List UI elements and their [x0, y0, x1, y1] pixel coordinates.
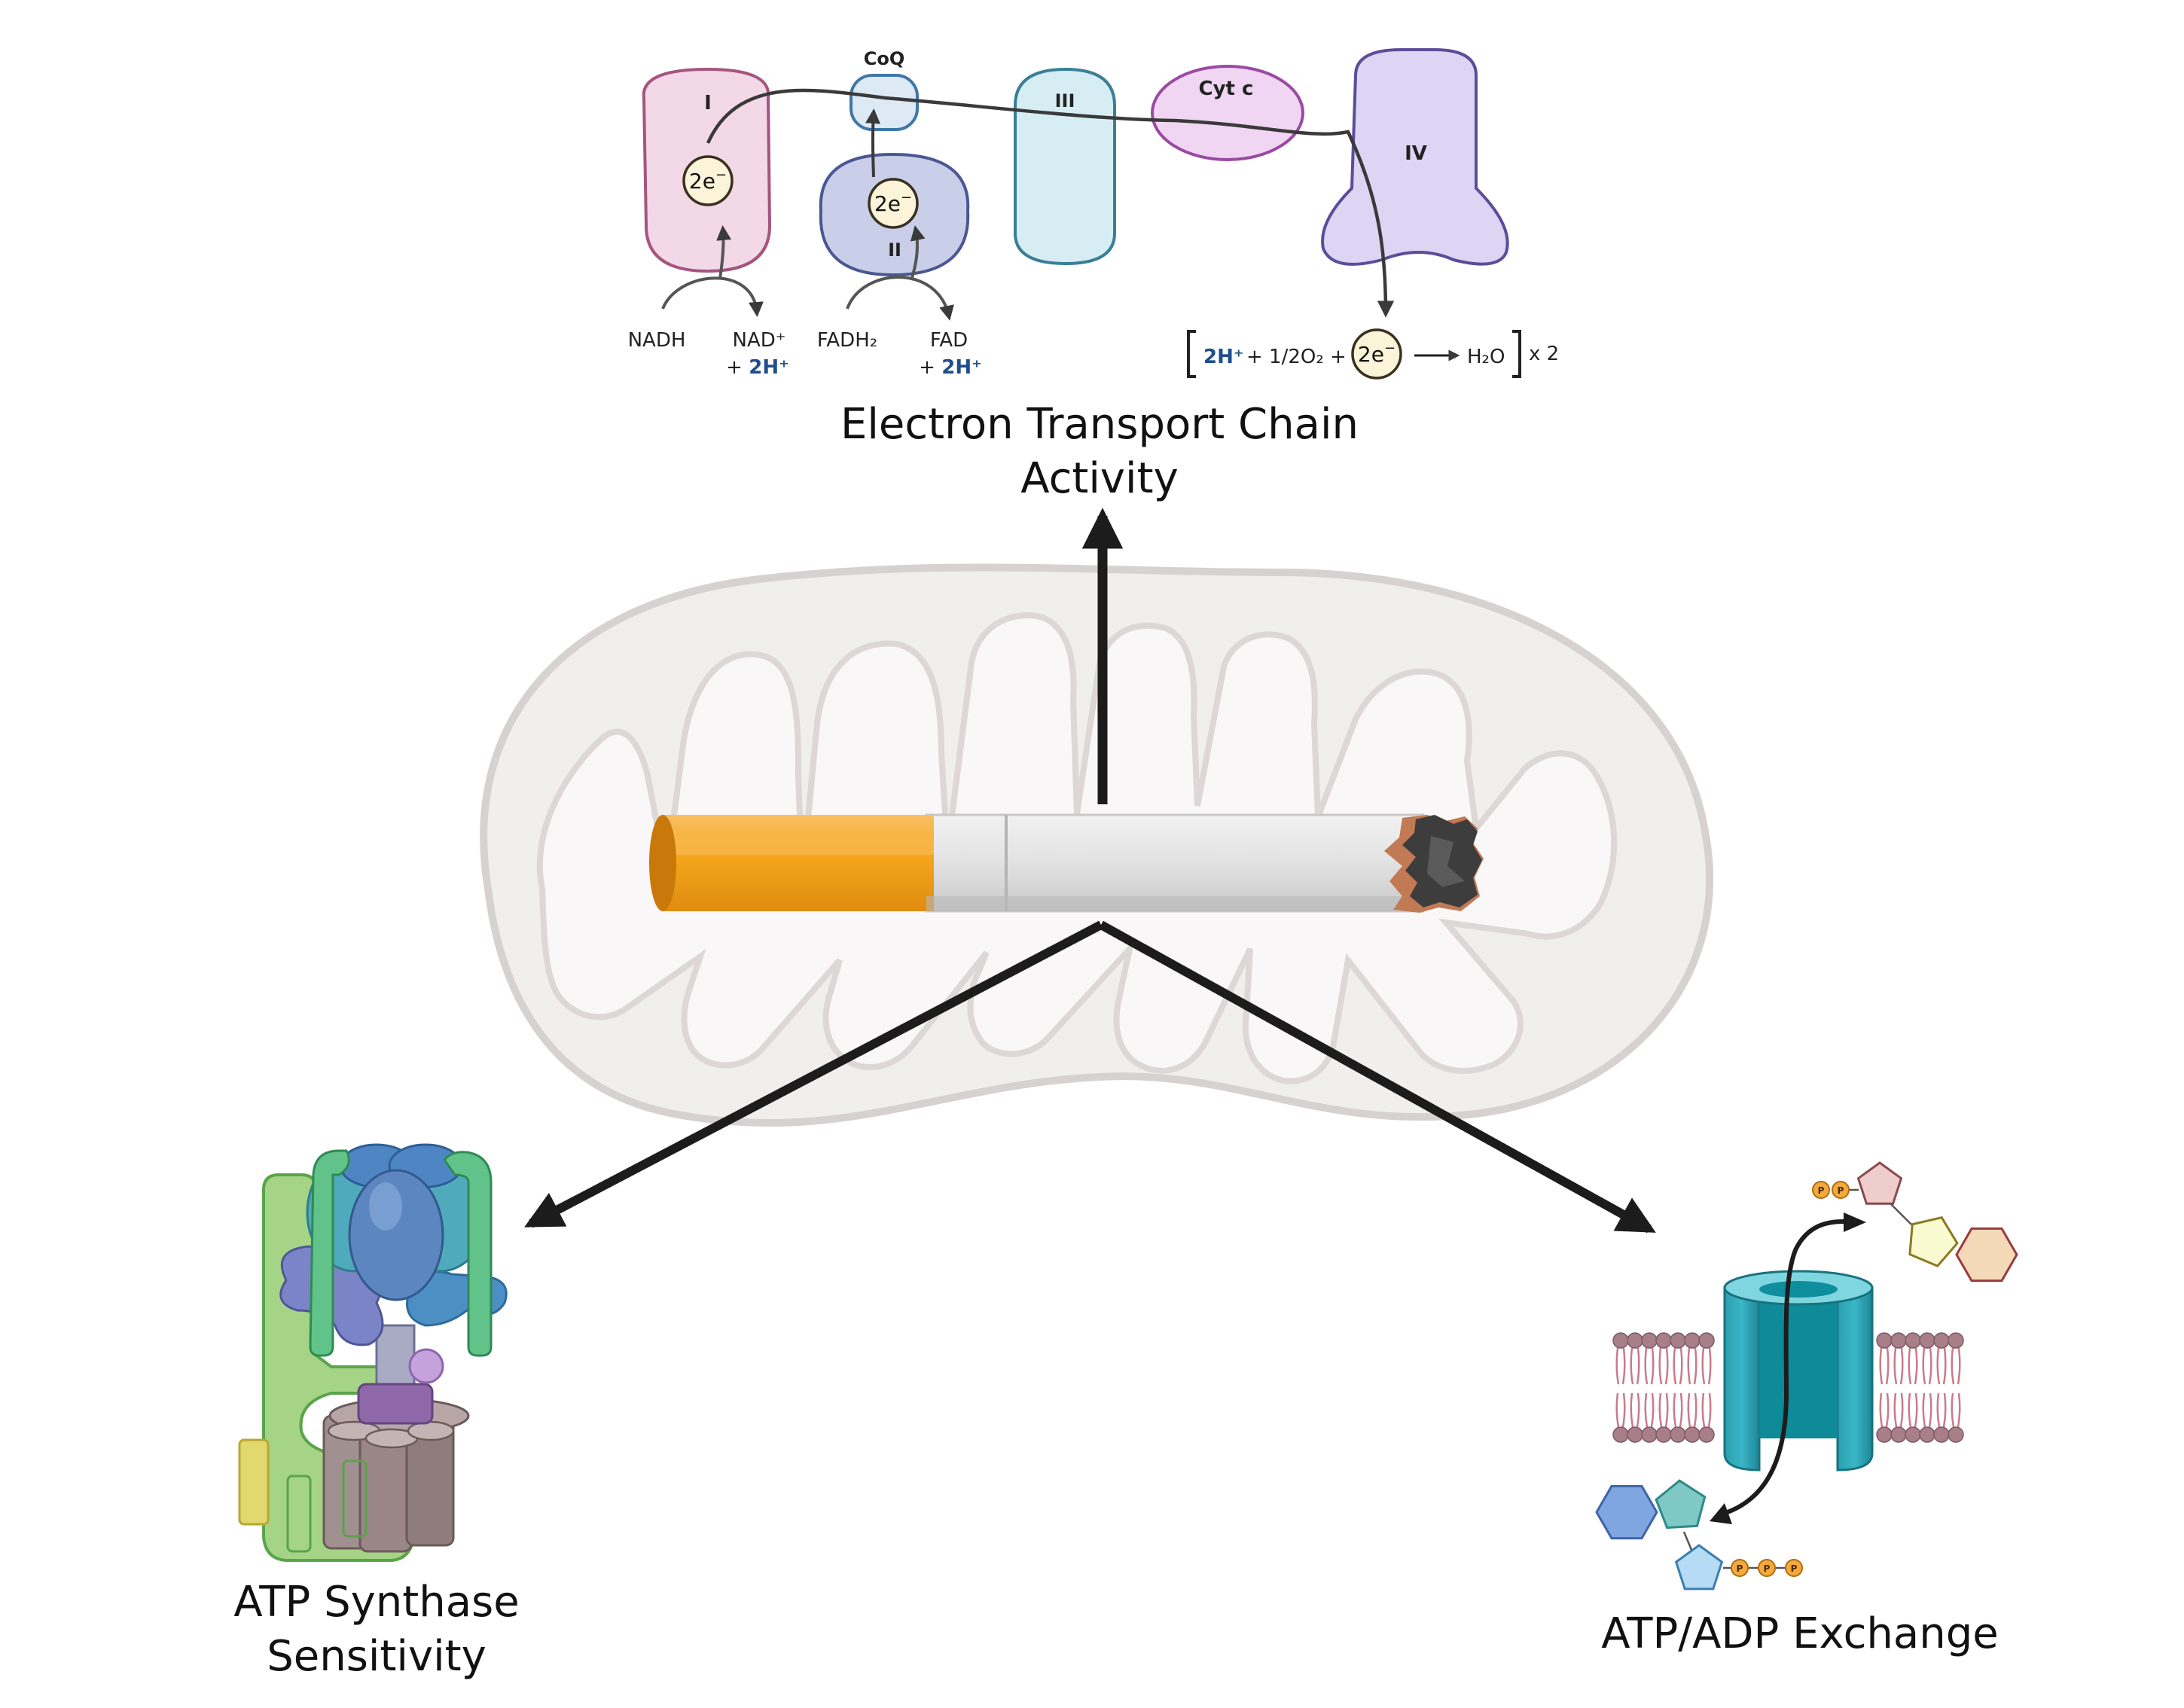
adenine-nucleotide-translocase — [1723, 1270, 1874, 1472]
svg-text:P: P — [1791, 1563, 1798, 1574]
lipid — [1876, 1332, 1893, 1443]
lipid — [1612, 1332, 1629, 1443]
complex-iii-label: III — [1055, 90, 1075, 111]
fadh2-label: FADH₂ — [817, 329, 877, 352]
complex-i-label: I — [704, 92, 712, 114]
cigarette-paper — [925, 813, 1425, 913]
svg-text:2e−: 2e− — [874, 190, 912, 216]
atp-synthase-right-arm — [443, 1151, 493, 1357]
complex-iv-label: IV — [1405, 142, 1427, 165]
nad-2h-label: + 2H⁺ — [726, 356, 789, 379]
lipid — [1698, 1332, 1715, 1443]
etc-activity-line1: Electron Transport Chain — [840, 400, 1359, 449]
arrow-to-atp-synthase — [524, 920, 1103, 1228]
electron-transport-chain: I CoQ II III Cyt c IV 2e− 2e− NA — [628, 48, 1559, 380]
etc-activity-line2: Activity — [1020, 454, 1179, 503]
svg-text:P: P — [1764, 1563, 1771, 1574]
transport-arrow — [1722, 1219, 1844, 1516]
complex-ii-to-coq-arrow — [865, 108, 881, 178]
water-equation: 2H⁺ + 1/2O₂ + 2e− H₂O x 2 — [1187, 328, 1559, 380]
lipid — [1684, 1332, 1701, 1443]
nadh-label: NADH — [628, 329, 686, 352]
fad-label: FAD — [930, 329, 968, 352]
cyt-c-label: Cyt c — [1199, 78, 1254, 100]
atp-synthase-label: ATP Synthase Sensitivity — [151, 1575, 602, 1684]
lipid — [1919, 1332, 1935, 1443]
eq-multiplier-label: x 2 — [1529, 343, 1559, 365]
eq-product-label: H₂O — [1467, 346, 1505, 368]
atp-synthase-line1: ATP Synthase — [233, 1578, 520, 1627]
lipid — [1641, 1332, 1658, 1443]
complex-ii-label: II — [888, 239, 901, 261]
atp-synthase — [238, 1143, 508, 1562]
atp-adp-exchange-text: ATP/ADP Exchange — [1601, 1609, 1999, 1658]
fadh2-to-complex-ii-arrow — [910, 225, 926, 281]
electron-pair-complex-ii: 2e− — [868, 178, 919, 229]
lipid-bilayer — [1612, 1332, 1964, 1443]
arrow-to-atp-adp-exchange — [1099, 920, 1656, 1234]
lipid — [1948, 1332, 1964, 1443]
svg-text:2e−: 2e− — [689, 167, 727, 194]
eq-2h-label: 2H⁺ — [1203, 346, 1244, 368]
cigarette-filter-end — [649, 815, 676, 911]
lipid — [1890, 1332, 1907, 1443]
nadh-curve-arrow — [661, 276, 764, 317]
atp-synthase-stalk-base — [357, 1383, 434, 1425]
svg-text:P: P — [1838, 1185, 1844, 1196]
eq-half-o2-label: + 1/2O₂ + — [1246, 346, 1347, 368]
nad-plus-label: NAD⁺ — [733, 329, 786, 352]
lipid — [1933, 1332, 1950, 1443]
atp-synthase-small-subunit — [408, 1348, 444, 1384]
lipid — [1627, 1332, 1643, 1443]
cigarette — [649, 813, 1484, 913]
fad-2h-label: + 2H⁺ — [919, 356, 982, 379]
lipid — [1655, 1332, 1672, 1443]
lipid — [1905, 1332, 1921, 1443]
fadh2-curve-arrow — [846, 276, 954, 321]
coq-shape — [850, 74, 919, 131]
complex-iv-shape — [1321, 48, 1509, 266]
cigarette-filter — [663, 815, 934, 911]
cyt-c-shape — [1151, 65, 1304, 161]
etc-activity-label: Electron Transport Chain Activity — [753, 398, 1446, 506]
nadh-to-complex-i-arrow — [716, 225, 732, 279]
coq-label: CoQ — [864, 48, 905, 69]
svg-text:P: P — [1737, 1563, 1743, 1574]
svg-text:2e−: 2e− — [1358, 340, 1396, 367]
atp-adp-exchange-label: ATP/ADP Exchange — [1521, 1607, 2079, 1661]
atp-synthase-c-ring — [322, 1398, 470, 1553]
atp-synthase-side-subunit — [238, 1438, 270, 1526]
electron-pair-complex-i: 2e− — [682, 155, 734, 206]
electron-path-line — [706, 88, 1395, 318]
svg-text:P: P — [1818, 1185, 1825, 1196]
lipid — [1670, 1332, 1686, 1443]
atp-synthase-left-arm — [309, 1149, 350, 1357]
atp-synthase-line2: Sensitivity — [267, 1632, 487, 1681]
